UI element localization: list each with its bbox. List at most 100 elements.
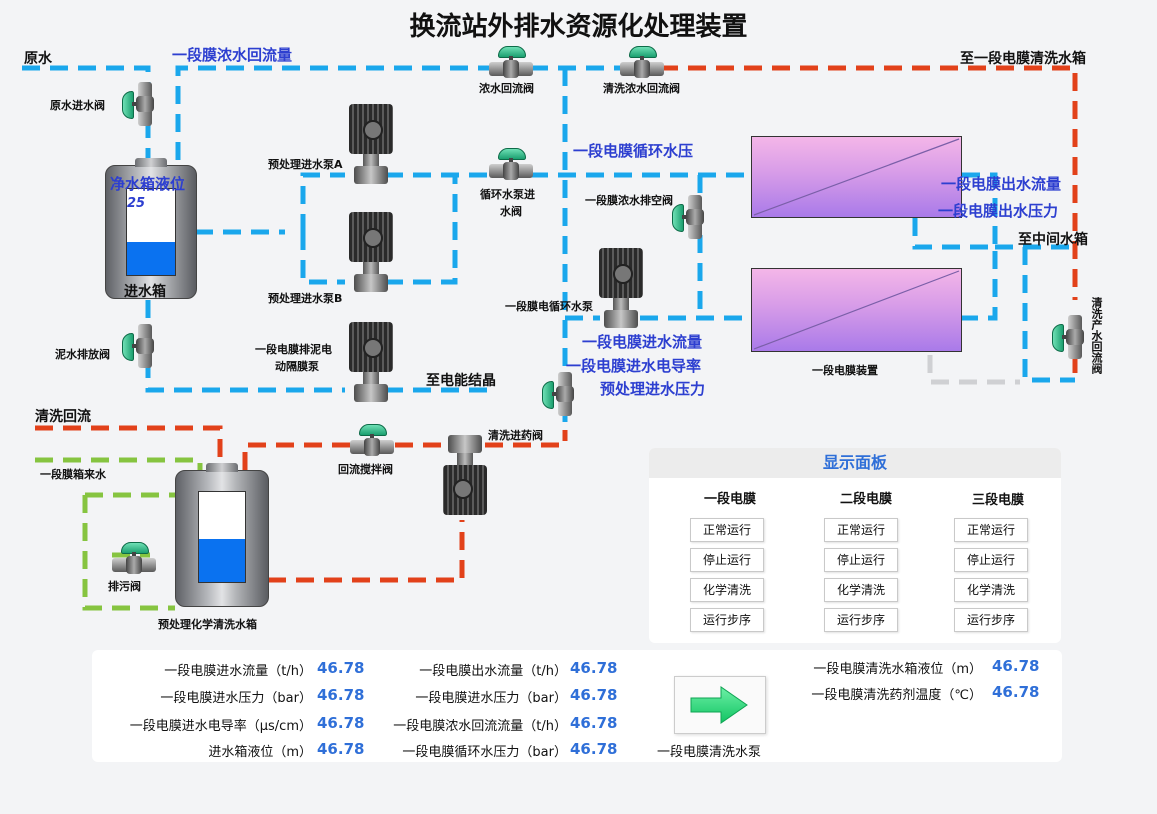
pump-motor [349, 212, 393, 262]
stage2-run-sequence-button[interactable]: 运行步序 [824, 608, 898, 632]
metric-value: 46.78 [317, 686, 365, 704]
valve-body [1066, 315, 1084, 359]
label-raw-water: 原水 [24, 51, 52, 67]
tank-cap [206, 463, 238, 472]
pump-motor [349, 322, 393, 372]
concentrate-return-valve[interactable] [489, 46, 533, 80]
stage1-run-sequence-button[interactable]: 运行步序 [690, 608, 764, 632]
stage1-normal-run-button[interactable]: 正常运行 [690, 518, 764, 542]
metric-label: 进水箱液位（m） [208, 745, 312, 760]
pump-base [604, 310, 638, 328]
valve-body [136, 324, 154, 368]
valve-body [556, 372, 574, 416]
tank-cap [135, 158, 167, 167]
metric-value: 46.78 [570, 659, 618, 677]
clean-dosing-valve[interactable] [542, 372, 576, 416]
clean-product-return-valve[interactable] [1052, 315, 1086, 359]
label-membrane-device: 一段电膜装置 [812, 364, 878, 377]
label-chem-clean-tank: 预处理化学清洗水箱 [158, 618, 257, 631]
metric-label: 一段电膜清洗水箱液位（m） [813, 662, 982, 677]
pump-neck [613, 298, 629, 312]
label-sludge-pump-1: 一段电膜排泥电 [255, 343, 332, 356]
label-to-middle-tank: 至中间水箱 [1018, 232, 1088, 248]
metrics-panel: 一段电膜进水流量（t/h） 46.78 一段电膜进水压力（bar） 46.78 … [92, 650, 1062, 762]
label-to-energy-crystal: 至电能结晶 [426, 373, 496, 389]
tag-concentrate-return-flow: 一段膜浓水回流量 [172, 46, 293, 64]
display-panel-title: 显示面板 [649, 448, 1061, 478]
metric-label: 一段电膜进水压力（bar） [415, 691, 567, 706]
pretreat-pump-a[interactable] [346, 104, 396, 184]
sludge-pump[interactable] [346, 322, 396, 402]
label-clean-product-return-valve: 清洗产水回流阀 [1090, 297, 1103, 374]
backflow-mix-valve[interactable] [350, 424, 394, 458]
chem-clean-tank[interactable] [175, 463, 269, 607]
label-clean-water-tank: 进水箱 [124, 284, 166, 300]
pump-neck [363, 154, 379, 168]
metric-value: 46.78 [317, 740, 365, 758]
label-sludge-pump-2: 动隔膜泵 [275, 360, 319, 373]
stage3-stop-run-button[interactable]: 停止运行 [954, 548, 1028, 572]
valve-body [489, 162, 533, 180]
metric-label: 一段电膜进水流量（t/h） [164, 664, 312, 679]
mud-drain-valve[interactable] [122, 324, 156, 368]
metric-value: 46.78 [317, 714, 365, 732]
clean-pump-start-button[interactable] [674, 676, 766, 734]
label-pretreat-pump-a: 预处理进水泵A [268, 158, 343, 171]
pump-motor [443, 465, 487, 515]
metric-value: 46.78 [992, 683, 1040, 701]
clean-concentrate-return-valve[interactable] [620, 46, 664, 80]
arrow-right-icon [690, 686, 748, 724]
clean-pump-label: 一段电膜清洗水泵 [657, 745, 762, 760]
stage1-chem-clean-button[interactable]: 化学清洗 [690, 578, 764, 602]
pump-base [448, 435, 482, 453]
pretreat-pump-b[interactable] [346, 212, 396, 292]
metric-label: 一段电膜浓水回流流量（t/h） [393, 719, 567, 734]
pump-neck [363, 262, 379, 276]
membrane-diagonal [753, 138, 960, 216]
membrane-unit-1[interactable] [751, 136, 962, 218]
valve-body [620, 60, 664, 78]
clean-water-tank[interactable] [105, 158, 197, 299]
column-title-1: 一段电膜 [703, 492, 756, 507]
tank-level-fill [127, 242, 175, 275]
label-backflow-mix-valve: 回流搅拌阀 [338, 463, 393, 476]
tag-clean-tank-level: 净水箱液位 [110, 175, 186, 193]
stage2-stop-run-button[interactable]: 停止运行 [824, 548, 898, 572]
metric-label: 一段电膜清洗药剂温度（℃） [811, 688, 982, 703]
membrane-vent-valve[interactable] [672, 195, 706, 239]
pump-base [354, 384, 388, 402]
stage1-stop-run-button[interactable]: 停止运行 [690, 548, 764, 572]
page-title: 换流站外排水资源化处理装置 [409, 12, 748, 42]
metric-label: 一段电膜出水流量（t/h） [419, 664, 567, 679]
membrane-unit-2[interactable] [751, 268, 962, 352]
label-clean-dosing-valve: 清洗进药阀 [488, 429, 543, 442]
column-title-3: 三段电膜 [971, 493, 1024, 508]
clean-dosing-pump[interactable] [440, 435, 490, 515]
label-clean-return: 清洗回流 [35, 409, 91, 425]
metric-value: 46.78 [570, 714, 618, 732]
pump-neck [363, 372, 379, 386]
column-title-2: 二段电膜 [839, 492, 892, 507]
stage3-chem-clean-button[interactable]: 化学清洗 [954, 578, 1028, 602]
label-membrane-circ-pump: 一段膜电循环水泵 [505, 300, 593, 313]
stage3-run-sequence-button[interactable]: 运行步序 [954, 608, 1028, 632]
tag-clean-tank-level-value: 25 [127, 196, 146, 211]
membrane-circ-pump[interactable] [596, 248, 646, 328]
drain-valve[interactable] [112, 542, 156, 576]
tank-level-fill [199, 538, 245, 582]
raw-inlet-valve[interactable] [122, 82, 156, 126]
tag-membrane-out-flow: 一段电膜出水流量 [941, 175, 1062, 193]
label-circ-inlet-valve-1: 循环水泵进 [480, 188, 535, 201]
valve-body [136, 82, 154, 126]
label-membrane-tank-inflow: 一段膜箱来水 [40, 468, 106, 481]
circ-pump-inlet-valve[interactable] [489, 148, 533, 182]
stage2-chem-clean-button[interactable]: 化学清洗 [824, 578, 898, 602]
valve-body [686, 195, 704, 239]
stage3-normal-run-button[interactable]: 正常运行 [954, 518, 1028, 542]
tag-membrane-in-conductivity: 一段电膜进水电导率 [566, 357, 702, 375]
stage2-normal-run-button[interactable]: 正常运行 [824, 518, 898, 542]
label-to-clean-tank: 至一段电膜清洗水箱 [960, 51, 1086, 67]
valve-body [489, 60, 533, 78]
metric-label: 一段电膜进水电导率（μs/cm） [129, 719, 312, 734]
